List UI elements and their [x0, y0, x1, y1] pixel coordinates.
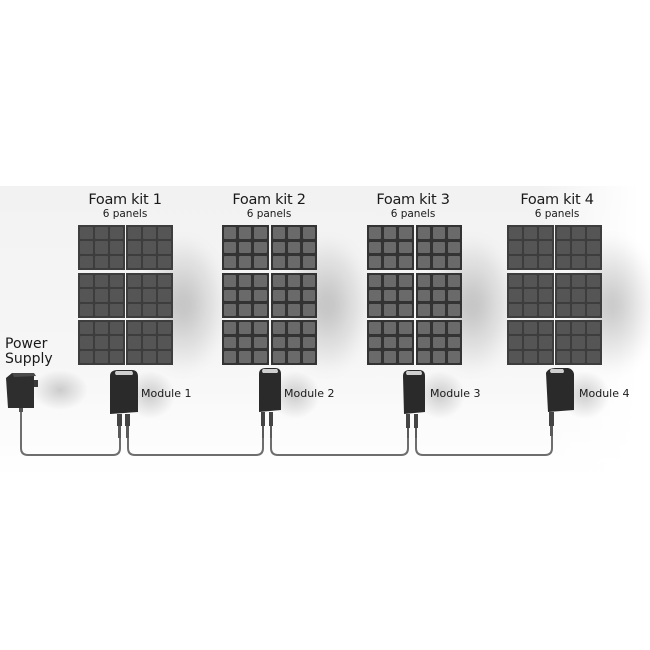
kit-2-subtitle: 6 panels	[246, 208, 292, 220]
foam-panel	[507, 320, 554, 365]
power-supply-label: Power Supply	[5, 337, 53, 367]
foam-panel	[367, 273, 414, 318]
cables	[20, 410, 553, 456]
foam-panel-row	[222, 225, 317, 270]
module-1-icon	[110, 370, 138, 438]
module-4-label: Module 4	[579, 387, 630, 400]
foam-panel-row	[78, 225, 173, 270]
foam-panel	[415, 225, 462, 270]
foam-panel-row	[507, 273, 602, 318]
foam-panel	[270, 225, 317, 270]
module-3-label: Module 3	[430, 387, 481, 400]
power-adapter-icon	[6, 373, 38, 412]
kit-3-subtitle: 6 panels	[390, 208, 436, 220]
foam-panel	[555, 320, 602, 365]
module-2-label: Module 2	[284, 387, 335, 400]
module-2-icon	[259, 368, 281, 438]
kit-4-title: Foam kit 4	[520, 192, 594, 208]
foam-panel-row	[222, 273, 317, 318]
kit-2-title: Foam kit 2	[232, 192, 306, 208]
foam-panel	[555, 225, 602, 270]
foam-panel	[126, 320, 173, 365]
foam-panel	[222, 225, 269, 270]
foam-panel	[222, 273, 269, 318]
foam-panel-row	[507, 320, 602, 365]
foam-panel	[270, 273, 317, 318]
foam-panel	[507, 273, 554, 318]
foam-panel	[222, 320, 269, 365]
power-supply-label-line1: Power	[5, 336, 48, 352]
foam-panel-row	[78, 273, 173, 318]
foam-panel-row	[367, 273, 462, 318]
foam-panel-row	[222, 320, 317, 365]
foam-panel	[367, 320, 414, 365]
kit-1-subtitle: 6 panels	[102, 208, 148, 220]
kit-3-title: Foam kit 3	[376, 192, 450, 208]
foam-panel	[78, 320, 125, 365]
foam-panel	[78, 225, 125, 270]
module-1-label: Module 1	[141, 387, 192, 400]
foam-panel-row	[367, 225, 462, 270]
kit-1-title: Foam kit 1	[88, 192, 162, 208]
power-supply-label-line2: Supply	[5, 351, 53, 367]
foam-panel-row	[78, 320, 173, 365]
foam-panel	[270, 320, 317, 365]
foam-panel-row	[507, 225, 602, 270]
foam-panel	[507, 225, 554, 270]
foam-panel	[415, 273, 462, 318]
foam-panel	[415, 320, 462, 365]
module-4-icon	[546, 368, 574, 436]
foam-panel-row	[367, 320, 462, 365]
foam-panel	[555, 273, 602, 318]
foam-panel	[126, 273, 173, 318]
module-3-icon	[403, 370, 425, 438]
kit-4-subtitle: 6 panels	[534, 208, 580, 220]
foam-panel	[367, 225, 414, 270]
foam-panel	[126, 225, 173, 270]
foam-panel	[78, 273, 125, 318]
